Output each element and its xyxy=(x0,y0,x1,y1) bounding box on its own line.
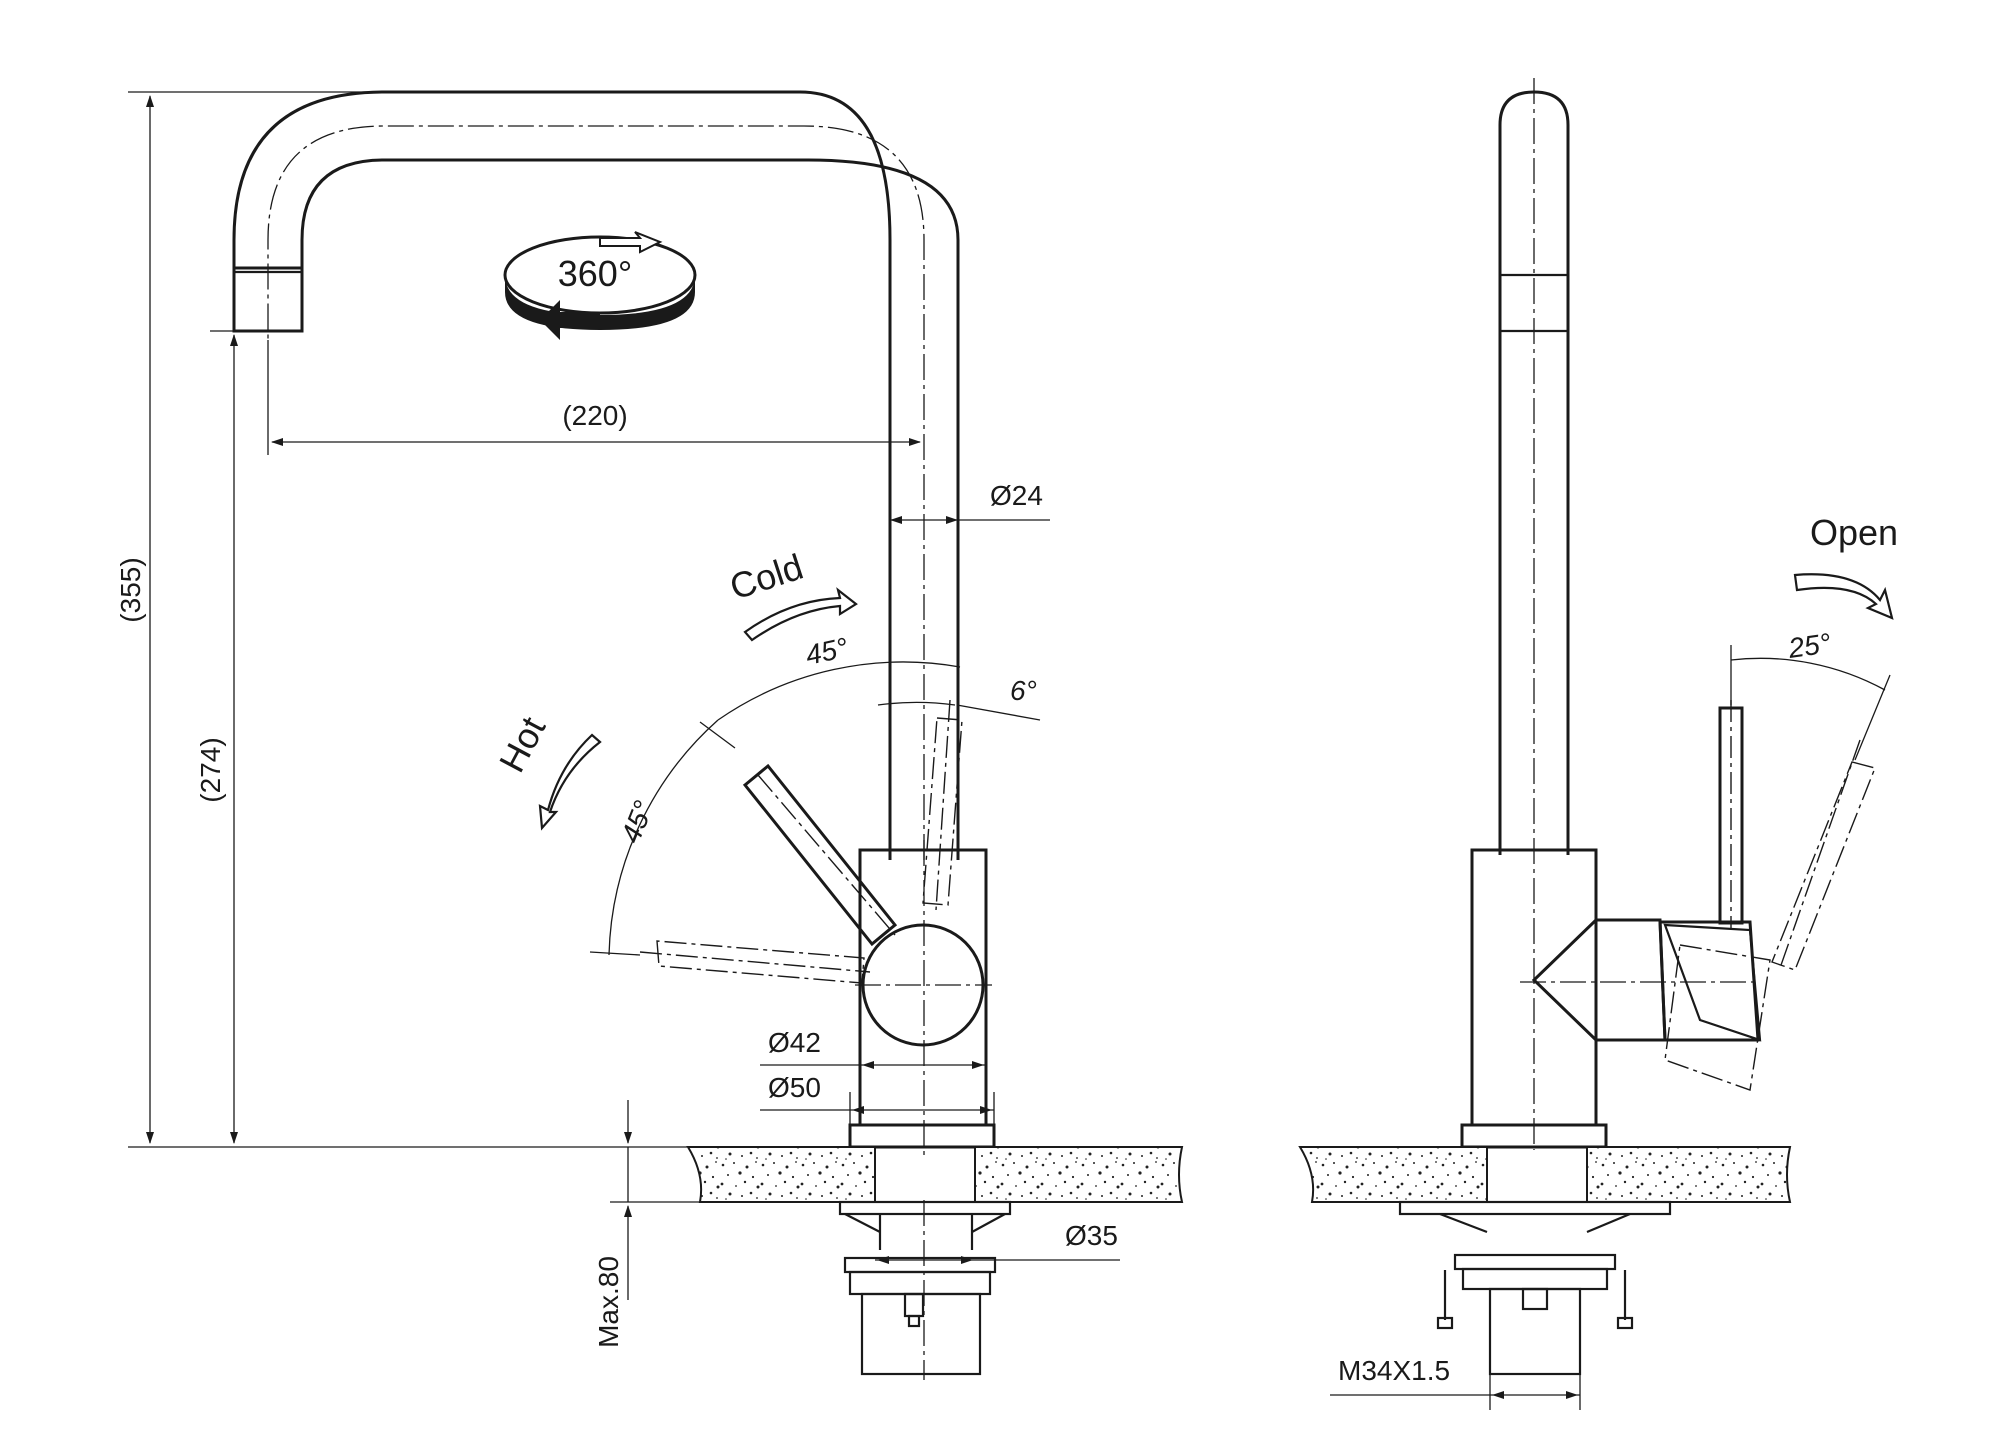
open-indicator: Open xyxy=(1793,512,1898,620)
dim-spout-height-label: (274) xyxy=(195,737,226,802)
dim-thread-label: M34X1.5 xyxy=(1338,1355,1450,1386)
hot-indicator: Hot xyxy=(491,710,602,831)
open-angle-arc: 25° xyxy=(1730,627,1891,761)
dim-overall-height-label: (355) xyxy=(115,557,146,622)
dim-shank-diameter-label: Ø35 xyxy=(1065,1220,1118,1251)
handle-ghost-cold xyxy=(922,699,963,911)
countertop-side xyxy=(1298,1146,1792,1203)
rotation-label: 360° xyxy=(558,253,632,294)
dim-body-diameter: Ø42 xyxy=(760,1027,986,1069)
side-handle xyxy=(1664,700,1876,1091)
handle-lever xyxy=(742,763,898,947)
front-view: 360° (355) (274) (220) Ø24 xyxy=(115,90,1184,1380)
dim-spout-reach-label: (220) xyxy=(562,400,627,431)
open-angle-label: 25° xyxy=(1786,627,1833,664)
side-body xyxy=(1460,848,1762,1149)
cold-angle-label: 45° xyxy=(803,632,851,671)
dim-max-counter-label: Max.80 xyxy=(593,1256,624,1348)
hot-angle-label: 45° xyxy=(615,796,660,847)
cold-label: Cold xyxy=(725,546,808,608)
side-spout xyxy=(1498,78,1570,1150)
open-arrow-icon xyxy=(1793,573,1894,620)
faucet-body xyxy=(848,840,996,1160)
cold-indicator: Cold xyxy=(725,546,858,642)
tilt-angle-label: 6° xyxy=(1010,675,1037,706)
dim-overall-height: (355) xyxy=(115,91,688,1148)
handle-angle-arcs: 45° 45° 6° xyxy=(589,632,1041,956)
dim-base-diameter-label: Ø50 xyxy=(768,1072,821,1103)
dim-shank-diameter: Ø35 xyxy=(875,1220,1120,1264)
rotation-symbol: 360° xyxy=(503,231,697,340)
dim-spout-reach: (220) xyxy=(267,340,921,455)
dim-body-diameter-label: Ø42 xyxy=(768,1027,821,1058)
dim-tube-diameter-label: Ø24 xyxy=(990,480,1043,511)
hot-arrow-icon xyxy=(538,733,602,831)
handle-ghost-hot xyxy=(639,940,871,984)
dim-base-diameter: Ø50 xyxy=(760,1072,995,1125)
dim-thread: M34X1.5 xyxy=(1330,1355,1581,1410)
dim-max-counter: Max.80 xyxy=(593,1100,700,1348)
countertop-front xyxy=(686,1146,1184,1203)
dim-tube-diameter: Ø24 xyxy=(890,480,1050,524)
hot-label: Hot xyxy=(491,710,554,779)
mounting-kit-front xyxy=(838,1200,1012,1380)
open-label: Open xyxy=(1810,512,1898,553)
mounting-kit-side xyxy=(1398,1200,1672,1376)
dim-spout-height: (274) xyxy=(195,330,238,1144)
rotation-arrow-icon xyxy=(540,300,600,340)
side-view: M34X1.5 25° Open xyxy=(1298,78,1898,1410)
cold-arrow-icon xyxy=(743,587,858,642)
